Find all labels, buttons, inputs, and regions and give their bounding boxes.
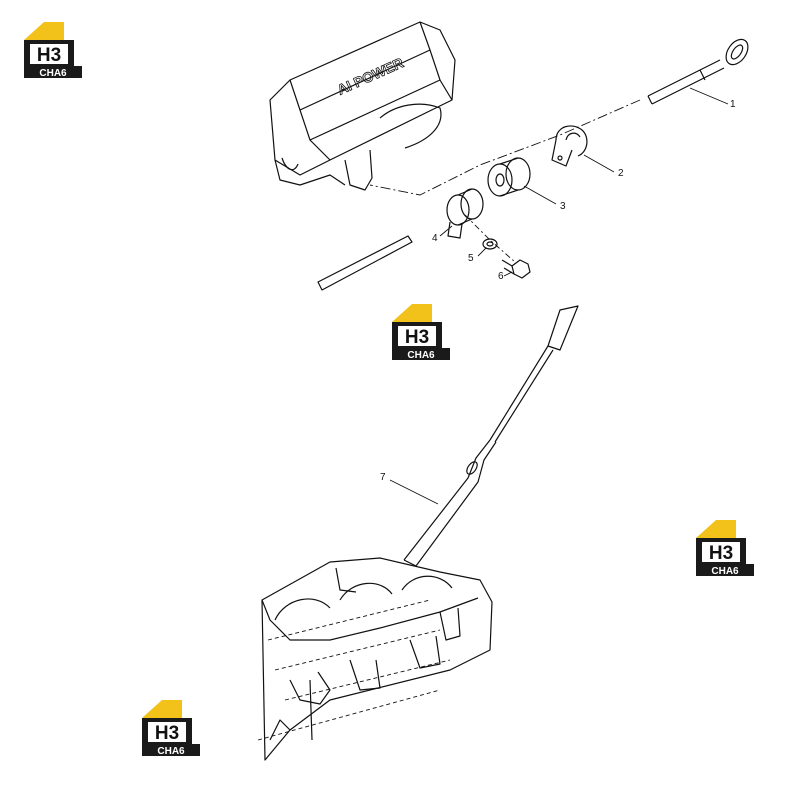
callout-2: 2 — [618, 168, 624, 179]
callout-4: 4 — [432, 233, 438, 244]
logo-bottom-text: CHA6 — [157, 746, 185, 757]
leader-lines — [389, 87, 729, 505]
logo-bottom-text: CHA6 — [711, 566, 739, 577]
watermark-logo-right: H3 CHA6 — [692, 516, 756, 578]
part-1-dipstick-handle — [647, 38, 749, 105]
logo-roof-icon — [142, 700, 182, 718]
part-4-clip — [446, 188, 484, 239]
logo-top-text: H3 — [37, 45, 61, 66]
logo-bottom-text: CHA6 — [39, 68, 67, 79]
engine-housing: AI POWER — [269, 21, 456, 191]
logo-roof-icon — [696, 520, 736, 538]
engine-block — [261, 557, 493, 761]
callout-1: 1 — [730, 99, 736, 110]
part-5-washer — [482, 238, 498, 250]
logo-top-text: H3 — [405, 327, 429, 348]
part-3-grommet — [487, 157, 531, 197]
logo-bottom-text: CHA6 — [407, 350, 435, 361]
watermark-logo-center: H3 CHA6 — [388, 300, 452, 362]
part-2-bracket — [551, 125, 588, 167]
logo-roof-icon — [392, 304, 432, 322]
callout-5: 5 — [468, 253, 474, 264]
part-6-bolt — [501, 259, 531, 279]
callout-7: 7 — [380, 472, 386, 483]
housing-label: AI POWER — [335, 54, 406, 97]
logo-top-text: H3 — [709, 543, 733, 564]
callout-3: 3 — [560, 201, 566, 212]
watermark-logo-top-left: H3 CHA6 — [20, 18, 84, 80]
dipstick-rod-upper — [317, 235, 413, 291]
callout-6: 6 — [498, 271, 504, 282]
watermark-logo-bottom-left: H3 CHA6 — [138, 696, 202, 758]
part-7-dipstick-tube — [403, 305, 579, 567]
logo-top-text: H3 — [155, 723, 179, 744]
logo-roof-icon — [24, 22, 64, 40]
